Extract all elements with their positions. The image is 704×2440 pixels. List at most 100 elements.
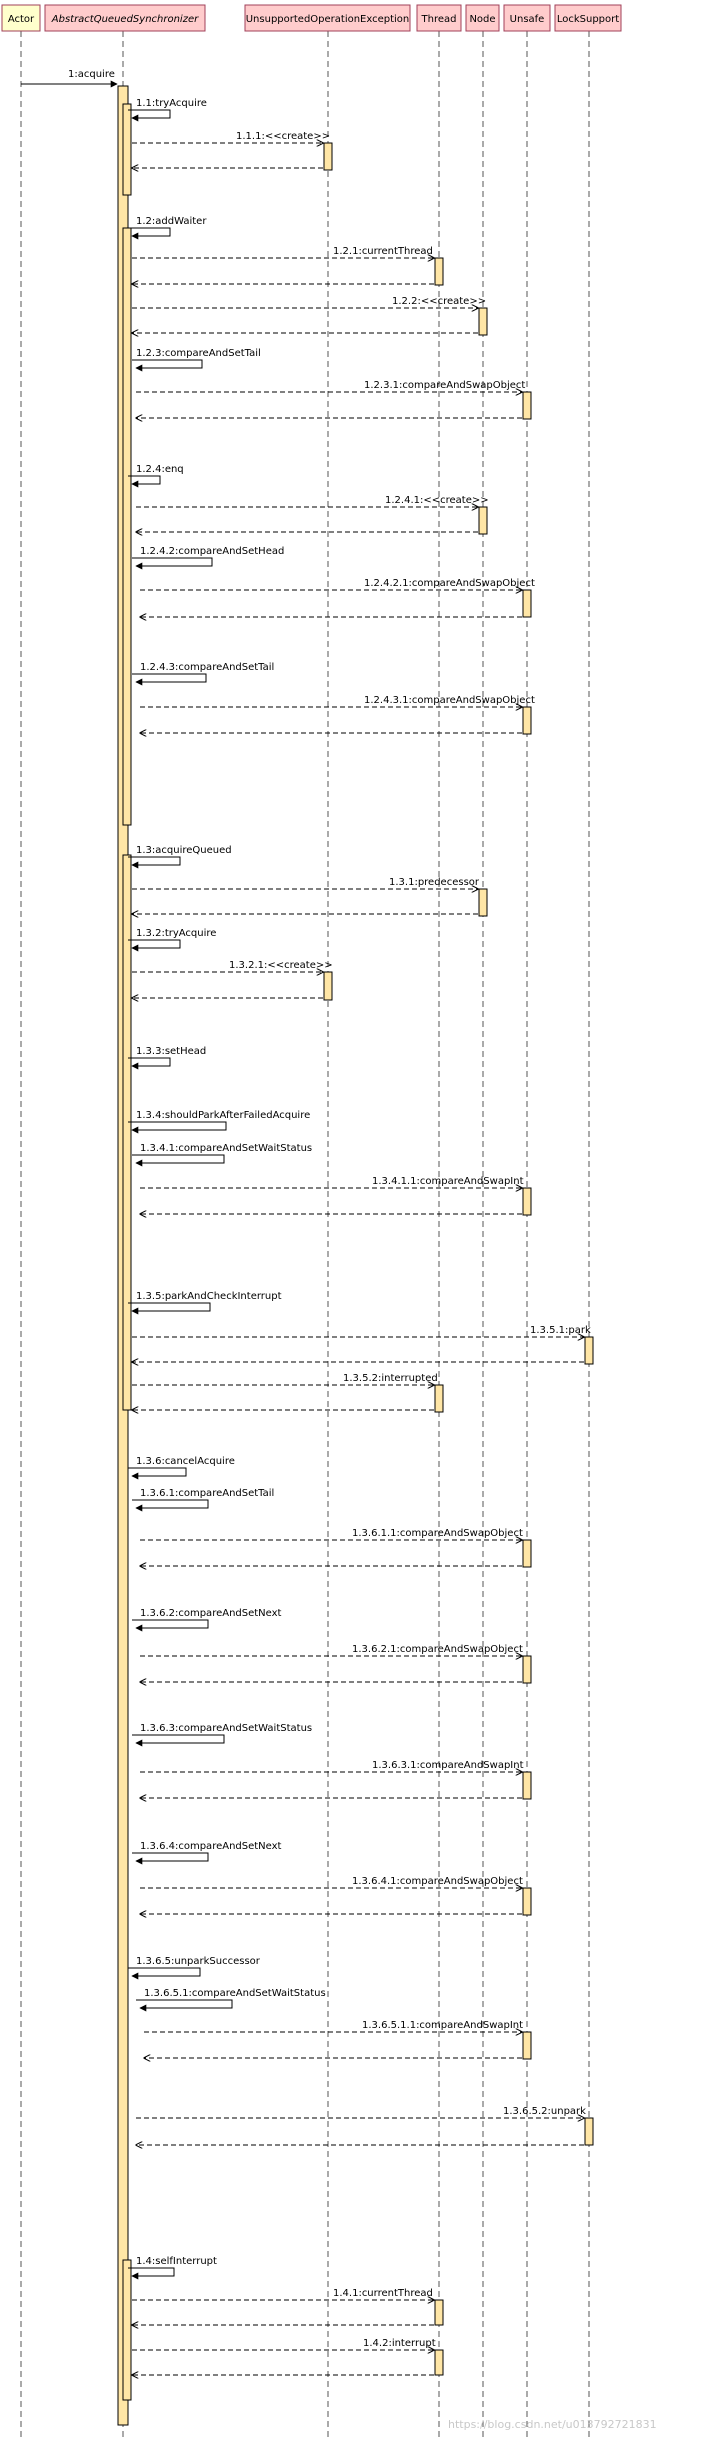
message-label: 1.3.1:predecessor <box>389 877 480 888</box>
message-label: 1.2.4.3:compareAndSetTail <box>140 662 274 673</box>
message-call: 1.3.2.1:<<create>> <box>132 960 333 972</box>
message-label: 1.2.1:currentThread <box>333 246 433 257</box>
self-arrow <box>132 1499 209 1512</box>
message-label: 1.2.3.1:compareAndSwapObject <box>364 380 525 391</box>
message-call: 1.3.6.4.1:compareAndSwapObject <box>140 1876 523 1888</box>
self-call: 1.3.3:setHead <box>128 1046 206 1070</box>
message-call: 1.2.2:<<create>> <box>132 296 486 308</box>
activation-bar <box>522 1187 532 1216</box>
self-arrow <box>128 1302 211 1315</box>
self-arrow <box>128 1121 227 1134</box>
message-label: 1.3.5.2:interrupted <box>343 1373 438 1384</box>
self-call: 1.2.4.2:compareAndSetHead <box>132 546 284 570</box>
activation-bar <box>522 1655 532 1684</box>
participant-label: Node <box>469 14 495 25</box>
message-call: 1.2.3.1:compareAndSwapObject <box>136 380 525 392</box>
message-label: 1.2.2:<<create>> <box>392 296 486 307</box>
participant-label: Unsafe <box>510 14 545 25</box>
message-label: 1.2.4.1:<<create>> <box>385 495 489 506</box>
self-arrow <box>128 1967 201 1980</box>
message-label: 1.2.4.3.1:compareAndSwapObject <box>364 695 535 706</box>
message-label: 1.3.4.1:compareAndSetWaitStatus <box>140 1143 312 1154</box>
self-call: 1.3.6.5.1:compareAndSetWaitStatus <box>136 1988 326 2012</box>
activation-bar <box>434 2299 444 2326</box>
message-call: 1.1.1:<<create>> <box>132 131 330 143</box>
activation-bar <box>522 589 532 618</box>
message-label: 1.3.6.5:unparkSuccessor <box>136 1956 261 1967</box>
participant-label: AbstractQueuedSynchronizer <box>51 14 199 25</box>
activation-bar <box>522 1539 532 1568</box>
message-label: 1.3.6.5.1:compareAndSetWaitStatus <box>144 1988 326 1999</box>
message-call: 1.2.4.2.1:compareAndSwapObject <box>140 578 535 590</box>
self-arrow <box>132 673 207 686</box>
message-label: 1.3.2.1:<<create>> <box>229 960 333 971</box>
participant-actor: Actor <box>1 4 41 32</box>
participant-headers: Actor AbstractQueuedSynchronizer Unsupport… <box>1 4 622 32</box>
participant-label: UnsupportedOperationException <box>246 14 410 25</box>
self-call: 1.3.2:tryAcquire <box>128 928 216 952</box>
message-label: 1.4.1:currentThread <box>333 2288 433 2299</box>
message-label: 1.3.5:parkAndCheckInterrupt <box>136 1291 282 1302</box>
activation-bar <box>122 2259 132 2401</box>
activation-bar <box>122 854 132 1411</box>
message-label: 1.3.5.1:park <box>530 1325 591 1336</box>
message-call: 1.4.2:interrupt <box>132 2338 436 2350</box>
message-label: 1.3.3:setHead <box>136 1046 206 1057</box>
self-arrow <box>128 475 161 488</box>
self-arrow <box>132 1852 209 1865</box>
message-label: 1.3.4:shouldParkAfterFailedAcquire <box>136 1110 310 1121</box>
self-call: 1.3:acquireQueued <box>128 845 232 869</box>
message-call: 1.3.4.1.1:compareAndSwapInt <box>140 1176 524 1188</box>
message-label: 1.2.3:compareAndSetTail <box>136 348 261 359</box>
message-label: 1.3.6:cancelAcquire <box>136 1456 235 1467</box>
messages: 1:acquire1.1:tryAcquire1.1.1:<<create>>1… <box>21 69 591 2375</box>
message-call: 1.3.6.5.1.1:compareAndSwapInt <box>144 2020 523 2032</box>
self-call: 1.2.4:enq <box>128 464 184 488</box>
participant-aqs: AbstractQueuedSynchronizer <box>44 4 206 32</box>
participant-uoe: UnsupportedOperationException <box>244 4 411 32</box>
message-label: 1.4.2:interrupt <box>363 2338 436 2349</box>
self-call: 1.2.4.3:compareAndSetTail <box>132 662 274 686</box>
participant-label: Thread <box>421 14 457 25</box>
message-label: 1.1:tryAcquire <box>136 98 207 109</box>
self-arrow <box>132 359 203 372</box>
self-call: 1.1:tryAcquire <box>128 98 207 122</box>
message-call: 1.2.4.1:<<create>> <box>136 495 489 507</box>
activation-bar <box>434 2349 444 2376</box>
self-call: 1.3.6.2:compareAndSetNext <box>132 1608 282 1632</box>
self-arrow <box>132 1154 225 1167</box>
self-arrow <box>132 1619 209 1632</box>
activation-bar <box>522 2031 532 2060</box>
self-arrow <box>128 1057 171 1070</box>
self-call: 1.3.6:cancelAcquire <box>128 1456 235 1480</box>
self-call: 1.3.5:parkAndCheckInterrupt <box>128 1291 282 1315</box>
message-label: 1.3.6.1:compareAndSetTail <box>140 1488 274 1499</box>
watermark: https://blog.csdn.net/u013792721831 <box>448 2418 657 2431</box>
activation-bar <box>122 103 132 196</box>
message-call: 1.3.5.1:park <box>132 1325 591 1337</box>
activation-bar <box>478 506 488 535</box>
self-call: 1.3.4.1:compareAndSetWaitStatus <box>132 1143 312 1167</box>
activation-bar <box>584 1336 594 1365</box>
message-label: 1.3.6.2.1:compareAndSwapObject <box>352 1644 523 1655</box>
message-label: 1.1.1:<<create>> <box>236 131 330 142</box>
participant-label: LockSupport <box>557 14 619 25</box>
participant-locksupport: LockSupport <box>554 4 622 32</box>
message-label: 1.2.4:enq <box>136 464 184 475</box>
message-call: 1.3.1:predecessor <box>132 877 480 889</box>
self-call: 1.3.6.3:compareAndSetWaitStatus <box>132 1723 312 1747</box>
self-call: 1.2.3:compareAndSetTail <box>132 348 261 372</box>
message-call: 1.3.6.1.1:compareAndSwapObject <box>140 1528 523 1540</box>
self-call: 1.3.6.5:unparkSuccessor <box>128 1956 261 1980</box>
message-label: 1.2.4.2:compareAndSetHead <box>140 546 284 557</box>
activation-bar <box>522 391 532 420</box>
self-arrow <box>132 1734 225 1747</box>
message-call: 1.3.6.5.2:unpark <box>136 2106 586 2118</box>
message-label: 1.3.6.5.2:unpark <box>503 2106 586 2117</box>
message-label: 1.3.2:tryAcquire <box>136 928 216 939</box>
self-arrow <box>136 1999 233 2012</box>
message-call: 1.4.1:currentThread <box>132 2288 434 2300</box>
self-call: 1.3.4:shouldParkAfterFailedAcquire <box>128 1110 310 1134</box>
message-label: 1.3.6.3:compareAndSetWaitStatus <box>140 1723 312 1734</box>
